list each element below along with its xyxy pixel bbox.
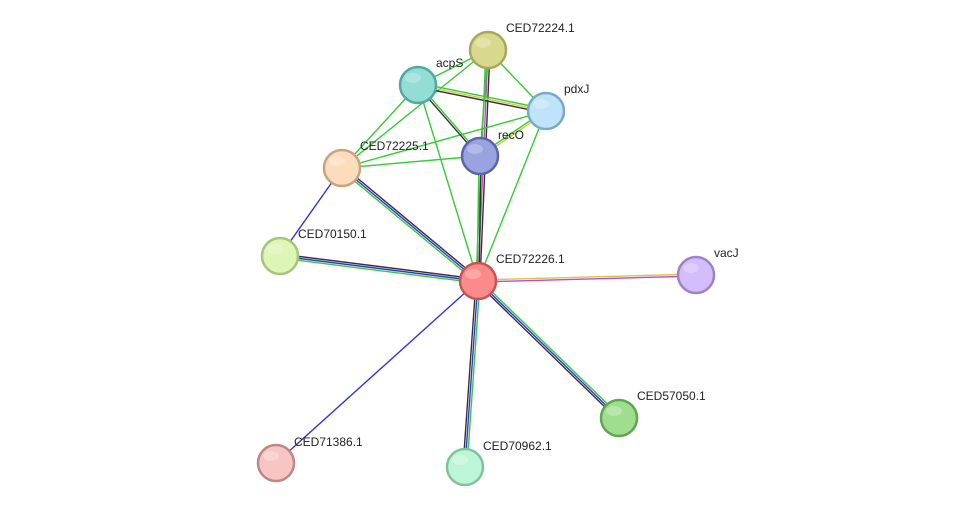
node-highlight bbox=[329, 156, 345, 166]
node-pdxj[interactable] bbox=[526, 91, 566, 131]
edge-strand bbox=[477, 273, 696, 281]
node-label-ced72224-1: CED72224.1 bbox=[506, 21, 575, 35]
node-circle[interactable] bbox=[468, 30, 508, 70]
node-label-vacj: vacJ bbox=[714, 246, 739, 260]
edge-strand bbox=[477, 280, 620, 419]
edge-strand bbox=[478, 156, 482, 282]
node-circle[interactable] bbox=[260, 236, 300, 276]
edge-ced72226-1-ced57050-1[interactable] bbox=[476, 279, 621, 420]
node-highlight bbox=[475, 38, 491, 48]
edge-strand bbox=[476, 281, 619, 420]
node-label-ced72225-1: CED72225.1 bbox=[360, 139, 429, 153]
node-circle[interactable] bbox=[398, 65, 438, 105]
node-circle[interactable] bbox=[322, 148, 362, 188]
edge-strand bbox=[478, 275, 697, 283]
node-circle[interactable] bbox=[256, 443, 296, 483]
edge-strand bbox=[464, 280, 479, 468]
node-highlight bbox=[267, 244, 283, 254]
node-label-ced57050-1: CED57050.1 bbox=[637, 389, 706, 403]
node-circle[interactable] bbox=[599, 398, 639, 438]
node-ced72225-1[interactable] bbox=[322, 148, 362, 188]
labels-layer: CED72224.1 acpS pdxJ recO CED72225.1CED70150… bbox=[294, 21, 739, 453]
node-reco[interactable] bbox=[460, 136, 500, 176]
node-label-ced70150-1: CED70150.1 bbox=[298, 227, 367, 241]
node-label-reco: recO bbox=[498, 128, 524, 142]
node-ced72224-1[interactable] bbox=[468, 30, 508, 70]
edge-strand bbox=[417, 84, 479, 282]
edge-strand bbox=[340, 168, 478, 284]
node-label-ced71386-1: CED71386.1 bbox=[294, 435, 363, 449]
edge-strand bbox=[477, 110, 547, 282]
edge-ced72226-1-acps[interactable] bbox=[417, 84, 479, 282]
node-highlight bbox=[263, 451, 279, 461]
node-highlight bbox=[533, 99, 549, 109]
node-ced71386-1[interactable] bbox=[256, 443, 296, 483]
edge-strand bbox=[466, 281, 481, 468]
node-circle[interactable] bbox=[458, 261, 498, 301]
edge-ced72225-1-ced72224-1[interactable] bbox=[341, 49, 489, 169]
node-label-ced72226-1: CED72226.1 bbox=[496, 252, 565, 266]
edge-ced72226-1-ced70150-1[interactable] bbox=[279, 253, 479, 284]
node-label-acps: acpS bbox=[436, 56, 463, 70]
node-label-ced70962-1: CED70962.1 bbox=[483, 439, 552, 453]
edge-strand bbox=[341, 110, 547, 169]
node-ced70962-1[interactable] bbox=[445, 447, 485, 487]
node-highlight bbox=[606, 406, 622, 416]
node-circle[interactable] bbox=[526, 91, 566, 131]
edge-strand bbox=[342, 165, 480, 281]
edge-strand bbox=[417, 84, 547, 112]
edge-strand bbox=[418, 82, 547, 110]
edge-strand bbox=[279, 257, 478, 284]
edge-ced72226-1-reco[interactable] bbox=[476, 155, 482, 282]
edge-strand bbox=[476, 155, 480, 281]
node-acps[interactable] bbox=[398, 65, 438, 105]
node-ced72226-1[interactable] bbox=[458, 261, 498, 301]
edge-strand bbox=[478, 279, 621, 418]
edge-strand bbox=[341, 49, 489, 169]
node-vacj[interactable] bbox=[676, 255, 716, 295]
edge-ced72225-1-pdxj[interactable] bbox=[341, 110, 547, 169]
edge-strand bbox=[417, 86, 546, 114]
edge-strand bbox=[341, 155, 481, 169]
edge-ced72226-1-ced71386-1[interactable] bbox=[275, 280, 479, 464]
node-highlight bbox=[683, 263, 699, 273]
node-label-pdxj: pdxJ bbox=[564, 82, 589, 96]
edge-ced72225-1-reco[interactable] bbox=[341, 155, 481, 169]
nodes-layer bbox=[256, 30, 716, 487]
node-ced57050-1[interactable] bbox=[599, 398, 639, 438]
node-circle[interactable] bbox=[445, 447, 485, 487]
edge-ced72226-1-ced72225-1[interactable] bbox=[340, 165, 480, 284]
node-circle[interactable] bbox=[676, 255, 716, 295]
node-ced70150-1[interactable] bbox=[260, 236, 300, 276]
node-highlight bbox=[405, 73, 421, 83]
edge-ced72226-1-vacj[interactable] bbox=[477, 273, 697, 283]
edge-ced72226-1-pdxj[interactable] bbox=[477, 110, 547, 282]
edge-strand bbox=[279, 255, 479, 282]
node-highlight bbox=[452, 455, 468, 465]
edge-acps-pdxj[interactable] bbox=[417, 82, 547, 114]
edge-strand bbox=[462, 280, 477, 467]
edges-layer bbox=[275, 49, 697, 468]
node-highlight bbox=[467, 144, 483, 154]
node-circle[interactable] bbox=[460, 136, 500, 176]
edge-strand bbox=[341, 167, 479, 282]
edge-ced72226-1-ced70962-1[interactable] bbox=[462, 280, 481, 468]
node-highlight bbox=[465, 269, 481, 279]
edge-strand bbox=[280, 253, 479, 280]
edge-strand bbox=[275, 280, 479, 464]
